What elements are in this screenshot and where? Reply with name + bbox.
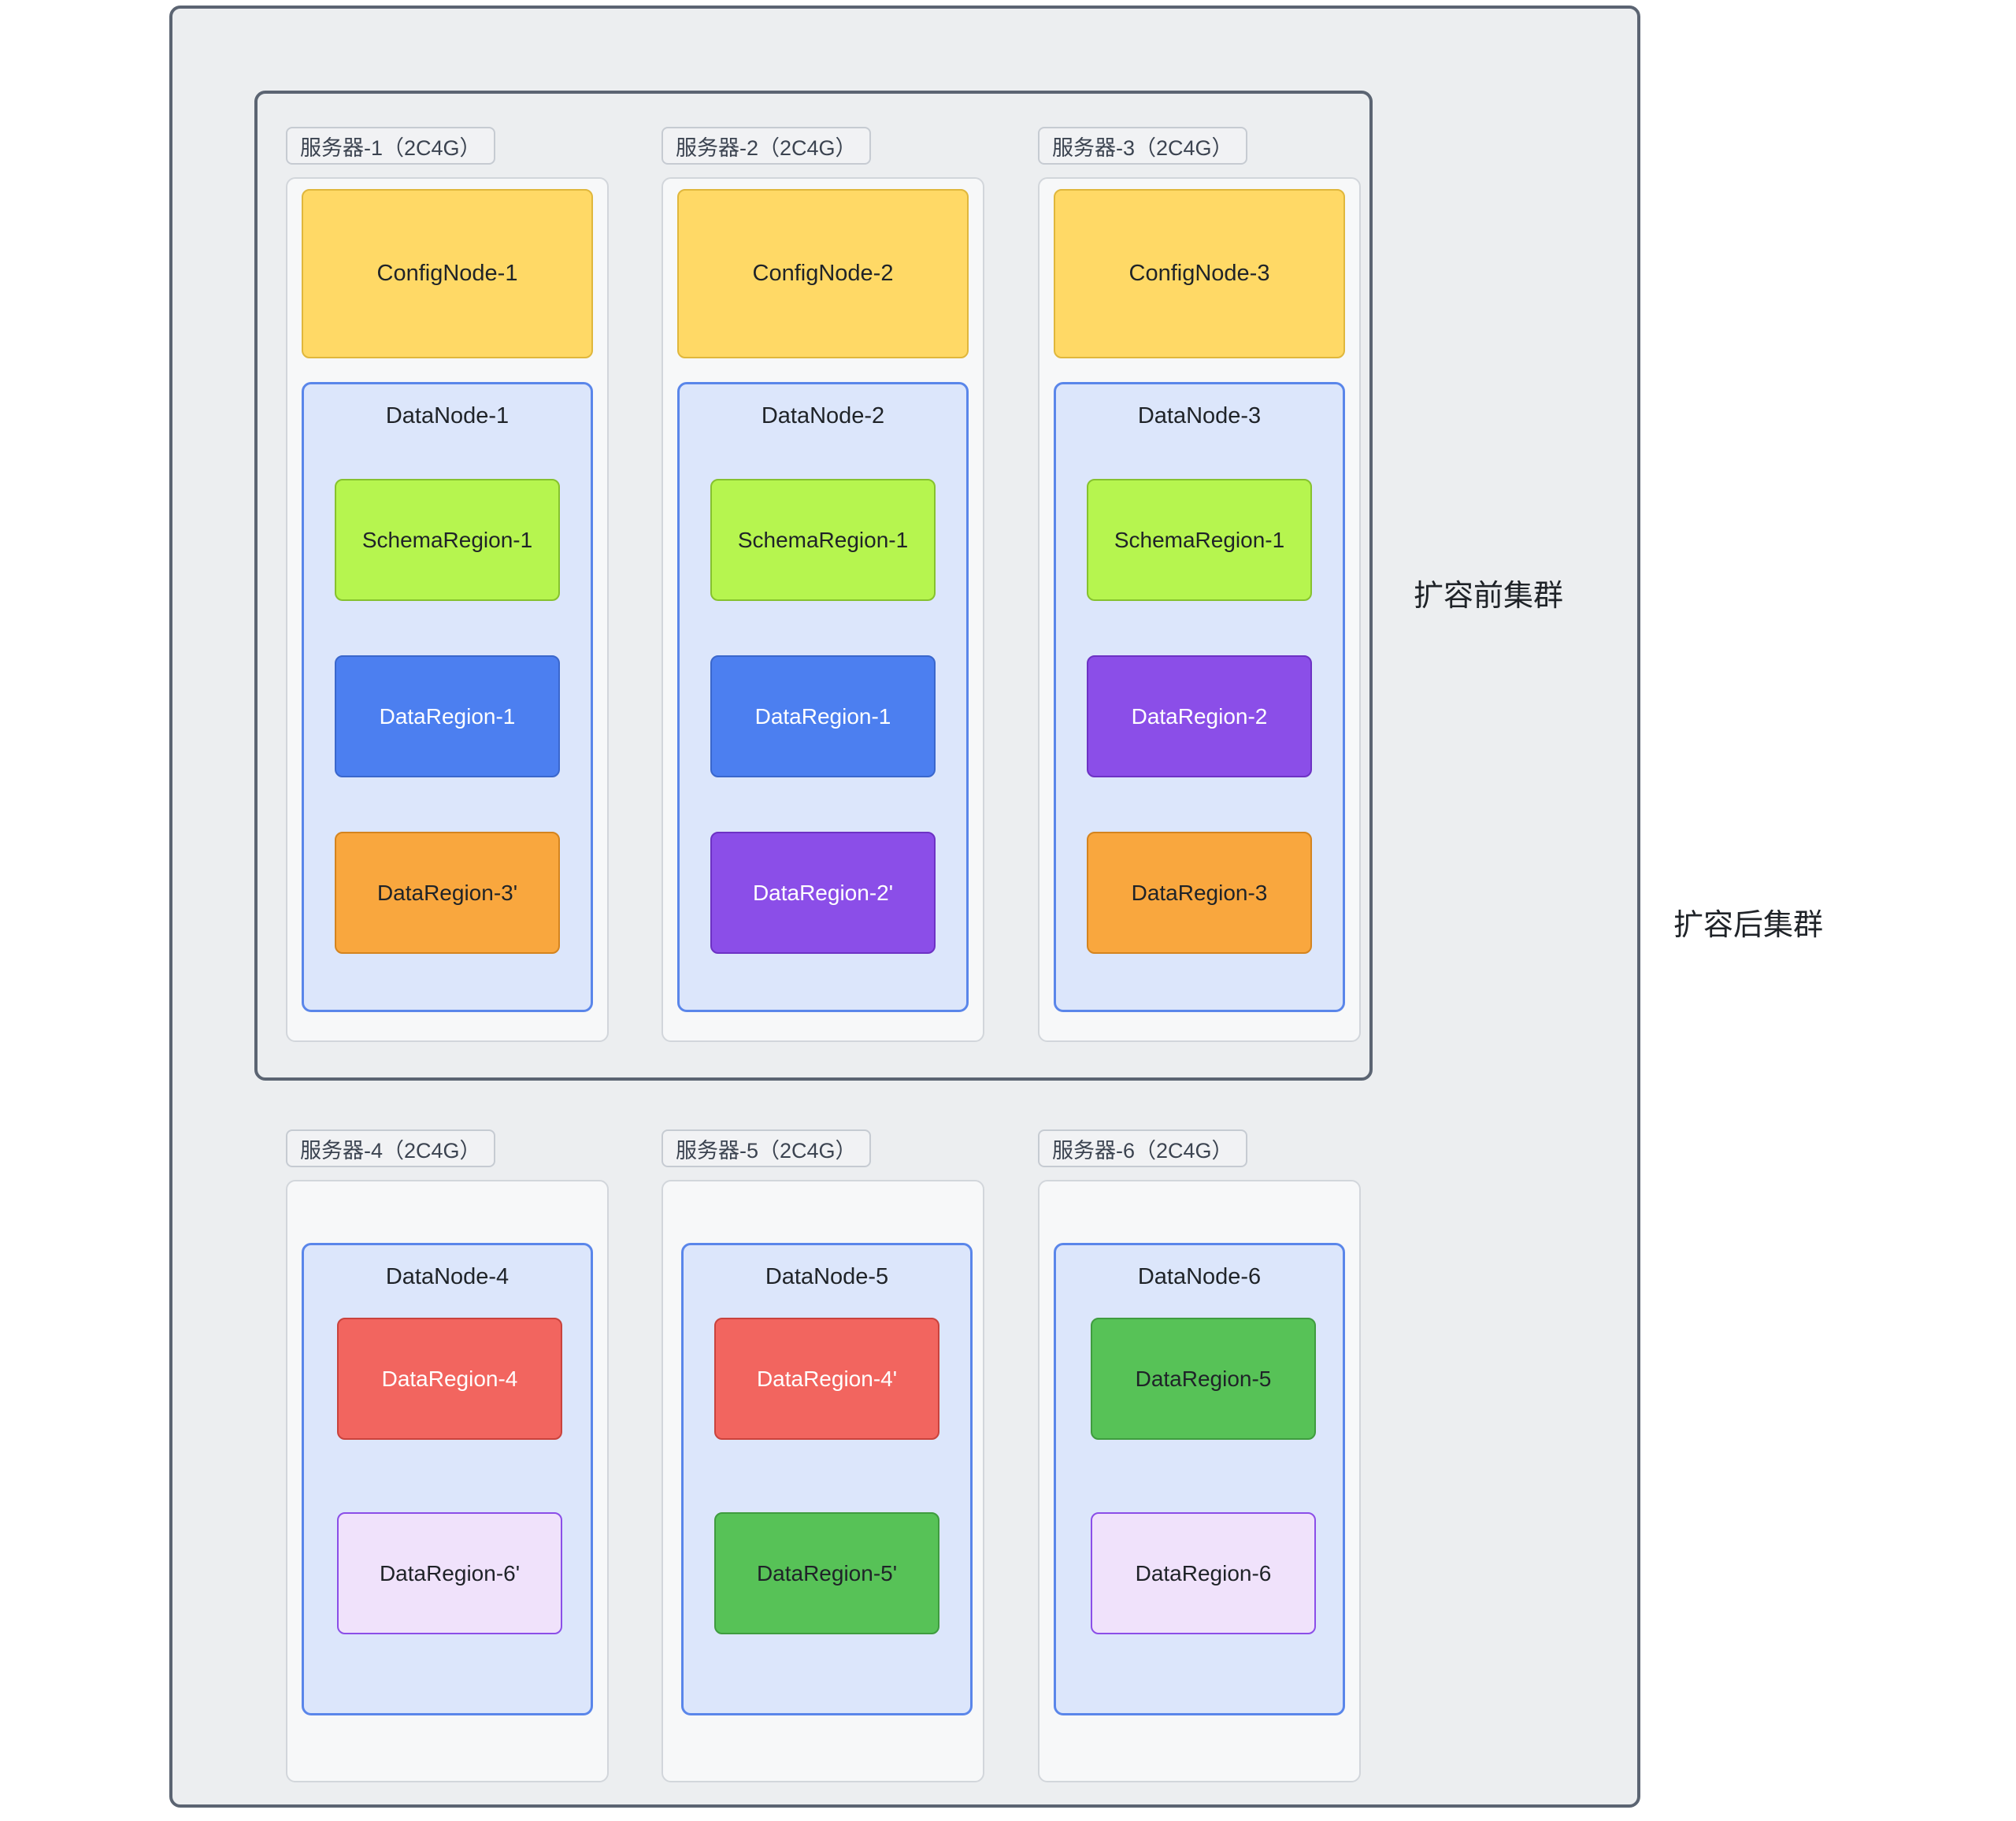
- datanode-2-title: DataNode-2: [761, 403, 885, 428]
- annotation-before-expansion: 扩容前集群: [1414, 580, 1564, 613]
- region-dataregion-5prime-node5: DataRegion-5': [714, 1512, 939, 1634]
- server-label-3: 服务器-3（2C4G）: [1038, 127, 1247, 165]
- datanode-5: DataNode-5: [681, 1243, 973, 1715]
- server-label-5: 服务器-5（2C4G）: [662, 1129, 871, 1167]
- datanode-6-title: DataNode-6: [1137, 1264, 1262, 1289]
- region-dataregion-6prime-node4: DataRegion-6': [337, 1512, 562, 1634]
- datanode-4: DataNode-4: [302, 1243, 593, 1715]
- server-label-4: 服务器-4（2C4G）: [286, 1129, 495, 1167]
- region-schemaregion-1-node1: SchemaRegion-1: [335, 479, 560, 601]
- server-label-6: 服务器-6（2C4G）: [1038, 1129, 1247, 1167]
- annotation-after-expansion: 扩容后集群: [1673, 909, 1824, 942]
- region-dataregion-3-node3: DataRegion-3: [1087, 832, 1312, 954]
- datanode-5-title: DataNode-5: [765, 1264, 889, 1289]
- region-dataregion-4-node4: DataRegion-4: [337, 1318, 562, 1440]
- datanode-3-title: DataNode-3: [1137, 403, 1262, 428]
- region-dataregion-2prime-node2: DataRegion-2': [710, 832, 936, 954]
- confignode-3: ConfigNode-3: [1054, 189, 1345, 358]
- region-dataregion-1-node1: DataRegion-1: [335, 655, 560, 777]
- region-dataregion-4prime-node5: DataRegion-4': [714, 1318, 939, 1440]
- datanode-4-title: DataNode-4: [385, 1264, 510, 1289]
- region-schemaregion-1-node3: SchemaRegion-1: [1087, 479, 1312, 601]
- region-dataregion-5-node6: DataRegion-5: [1091, 1318, 1316, 1440]
- confignode-2: ConfigNode-2: [677, 189, 969, 358]
- server-label-1: 服务器-1（2C4G）: [286, 127, 495, 165]
- datanode-1-title: DataNode-1: [385, 403, 510, 428]
- region-schemaregion-1-node2: SchemaRegion-1: [710, 479, 936, 601]
- region-dataregion-3prime-node1: DataRegion-3': [335, 832, 560, 954]
- region-dataregion-2-node3: DataRegion-2: [1087, 655, 1312, 777]
- region-dataregion-1-node2: DataRegion-1: [710, 655, 936, 777]
- region-dataregion-6-node6: DataRegion-6: [1091, 1512, 1316, 1634]
- server-label-2: 服务器-2（2C4G）: [662, 127, 871, 165]
- datanode-6: DataNode-6: [1054, 1243, 1345, 1715]
- confignode-1: ConfigNode-1: [302, 189, 593, 358]
